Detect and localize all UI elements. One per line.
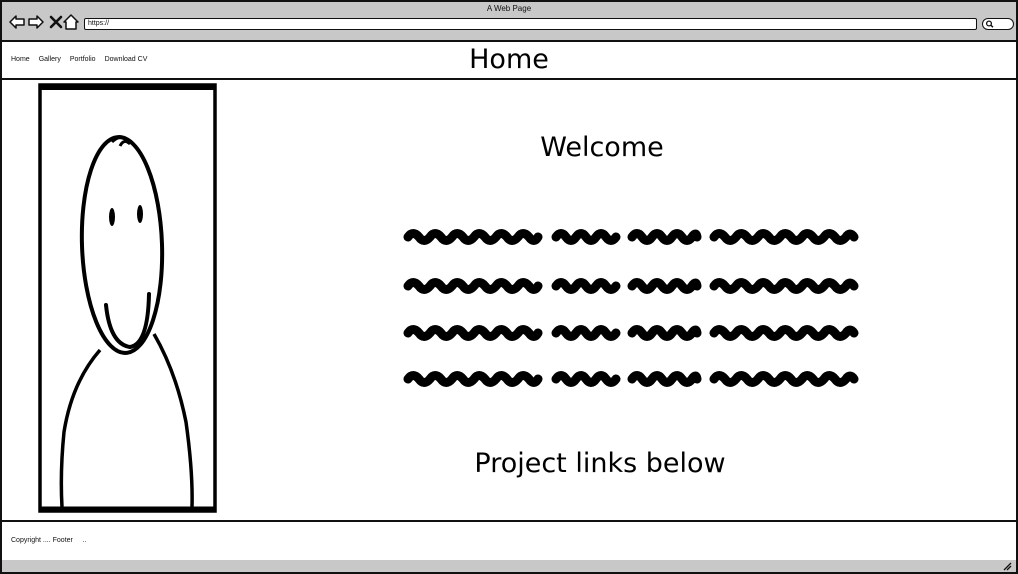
address-bar[interactable]: https:// [84, 18, 977, 30]
forward-arrow-icon[interactable] [28, 14, 44, 30]
placeholder-text [403, 229, 859, 387]
projects-heading: Project links below [474, 448, 726, 479]
back-arrow-icon[interactable] [9, 14, 25, 30]
search-icon [985, 20, 994, 28]
browser-toolbar: A Web Page https:// [2, 2, 1016, 42]
nav-item-home[interactable]: Home [11, 56, 30, 63]
resize-grip-icon[interactable] [1002, 561, 1012, 571]
close-x-icon[interactable] [48, 14, 64, 30]
welcome-heading: Welcome [540, 132, 664, 163]
main-content: Welcome [2, 80, 1016, 520]
nav-menu: Home Gallery Portfolio Download CV [11, 56, 147, 63]
nav-item-download-cv[interactable]: Download CV [104, 56, 148, 63]
search-field[interactable] [982, 18, 1014, 30]
nav-item-gallery[interactable]: Gallery [38, 56, 61, 63]
nav-item-portfolio[interactable]: Portfolio [69, 56, 96, 63]
home-icon[interactable] [63, 14, 79, 30]
site-header: Home Home Gallery Portfolio Download CV [2, 42, 1016, 80]
window-title: A Web Page [486, 4, 532, 13]
profile-image [38, 83, 217, 513]
footer-copyright: Copyright .... Footer .. [11, 537, 87, 544]
status-bar [2, 560, 1016, 572]
page-title: Home [469, 44, 549, 75]
site-footer: Copyright .... Footer .. [2, 520, 1016, 562]
